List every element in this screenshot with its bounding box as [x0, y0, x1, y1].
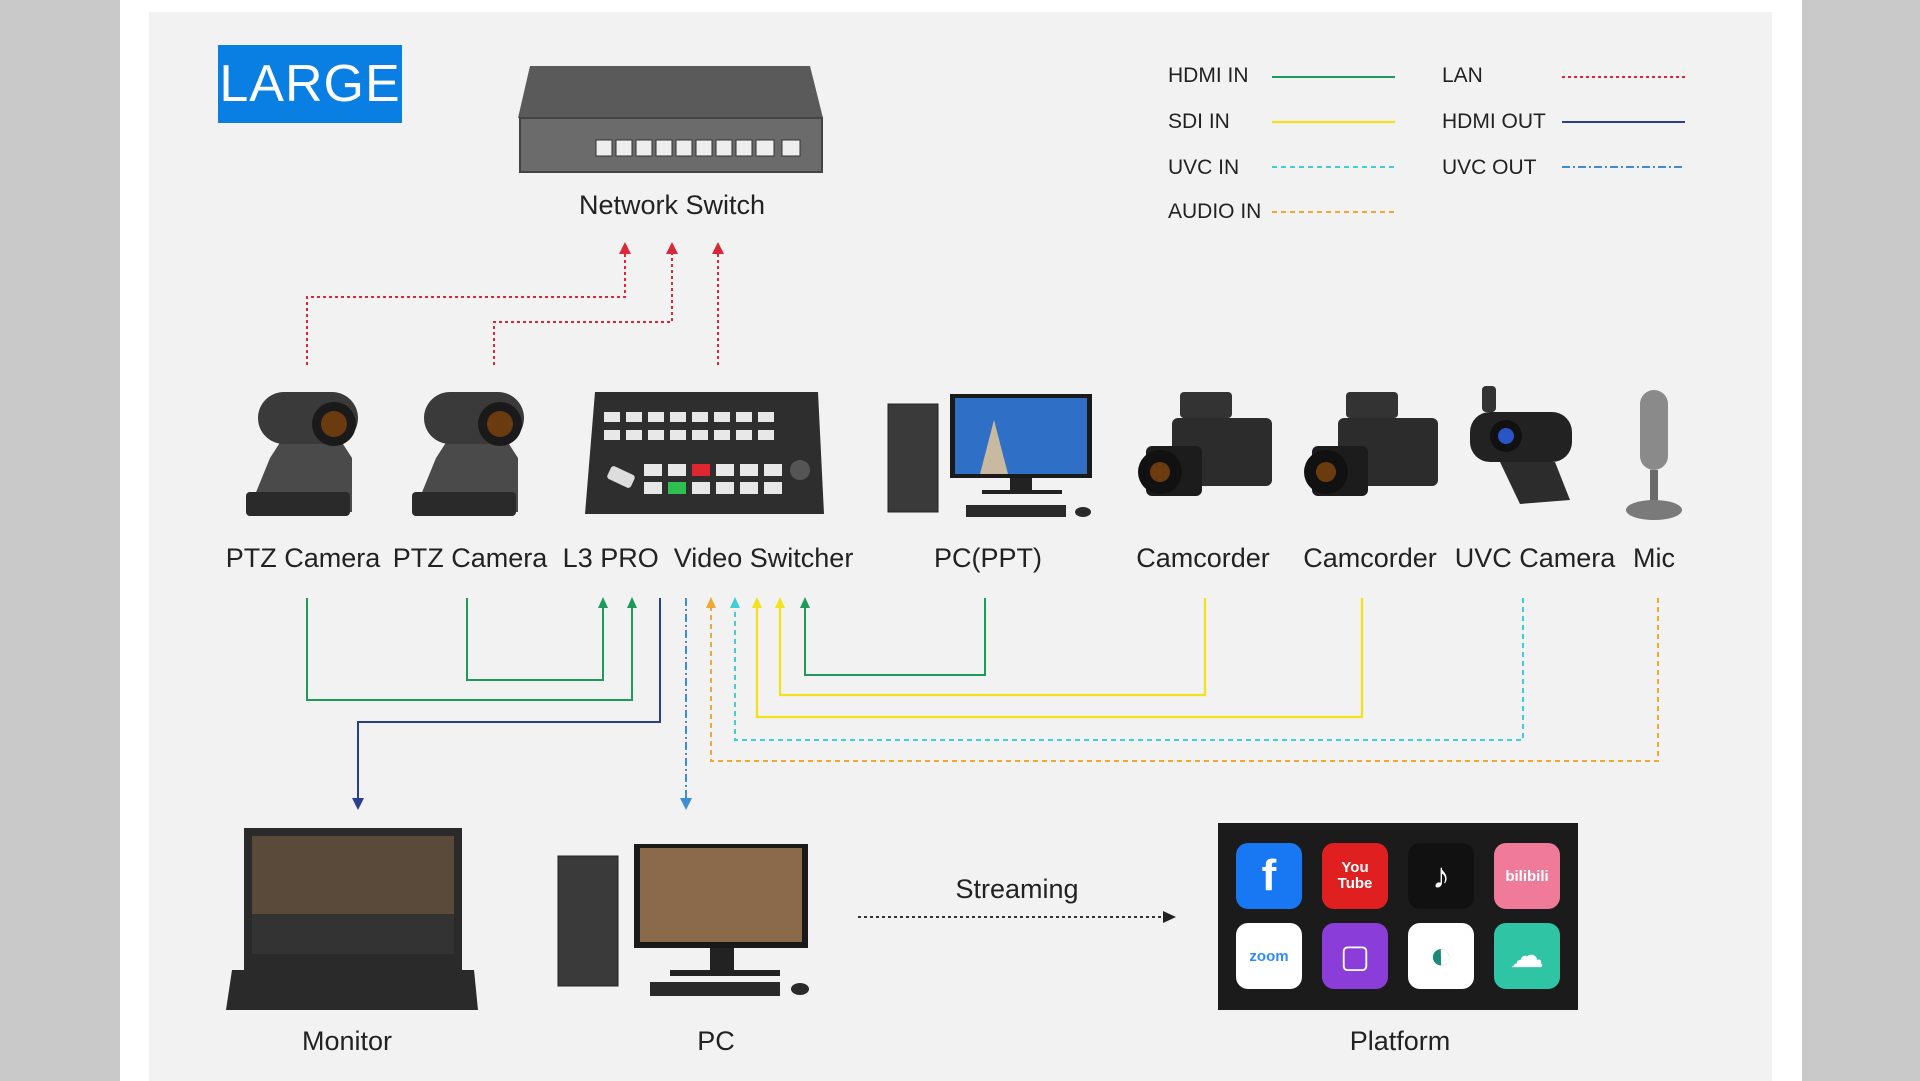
- zoom-icon: zoom: [1236, 923, 1302, 989]
- legend-audio-in-label: AUDIO IN: [1168, 200, 1262, 223]
- mic-device: [1626, 390, 1682, 520]
- sdi-in-lines: [755, 598, 1364, 719]
- ptz-camera-1-device: [246, 392, 358, 516]
- pc-ppt-label: PC(PPT): [934, 543, 1042, 573]
- size-badge: LARGE: [218, 45, 402, 123]
- camcorder-2-device: [1304, 392, 1438, 496]
- audio-in-line: [710, 598, 1659, 762]
- network-switch-device: [518, 66, 823, 173]
- legend-uvc-out-label: UVC OUT: [1442, 156, 1537, 179]
- youtube-icon: You Tube: [1322, 843, 1388, 909]
- uvc-camera-label: UVC Camera: [1454, 543, 1616, 573]
- mic-label: Mic: [1633, 543, 1675, 573]
- network-switch-label: Network Switch: [578, 190, 766, 220]
- lan-arrowheads: [619, 242, 724, 254]
- hdmi-in-lines: [306, 598, 986, 701]
- pc-label: PC: [697, 1026, 735, 1056]
- legend-swatches: [1272, 76, 1685, 213]
- streaming-label: Streaming: [955, 874, 1079, 904]
- bilibili-icon: bilibili: [1494, 843, 1560, 909]
- youtube-cloud-icon: ☁: [1494, 923, 1560, 989]
- monitor-device: [226, 828, 478, 1010]
- platform-grid: f You Tube ♪ bilibili zoom ▢ ◐ ☁: [1218, 823, 1578, 1010]
- uvc-in-line: [734, 598, 1524, 741]
- camcorder-1-label: Camcorder: [1136, 543, 1270, 573]
- legend-sdi-in-label: SDI IN: [1168, 110, 1230, 133]
- tiktok-icon: ♪: [1408, 843, 1474, 909]
- uvc-camera-device: [1470, 386, 1572, 504]
- legend-lan-label: LAN: [1442, 64, 1483, 87]
- twitch-icon: ▢: [1322, 923, 1388, 989]
- pc-device: [557, 844, 809, 996]
- wirecast-icon: ◐: [1408, 923, 1474, 989]
- lan-lines: [306, 250, 719, 365]
- ptz-camera-2-label: PTZ Camera: [392, 543, 548, 573]
- pc-ppt-device: [887, 394, 1092, 517]
- legend-uvc-in-label: UVC IN: [1168, 156, 1240, 179]
- legend-hdmi-out-label: HDMI OUT: [1442, 110, 1546, 133]
- ptz-camera-1-label: PTZ Camera: [225, 543, 381, 573]
- monitor-label: Monitor: [301, 1026, 393, 1056]
- video-switcher-device: [585, 392, 824, 514]
- hdmi-out-line: [357, 598, 661, 800]
- switcher-label: L3 PRO Video Switcher: [562, 543, 854, 573]
- platform-label: Platform: [1349, 1026, 1451, 1056]
- ptz-camera-2-device: [412, 392, 524, 516]
- facebook-icon: f: [1236, 843, 1302, 909]
- legend-hdmi-in-label: HDMI IN: [1168, 64, 1249, 87]
- camcorder-1-device: [1138, 392, 1272, 496]
- camcorder-2-label: Camcorder: [1303, 543, 1437, 573]
